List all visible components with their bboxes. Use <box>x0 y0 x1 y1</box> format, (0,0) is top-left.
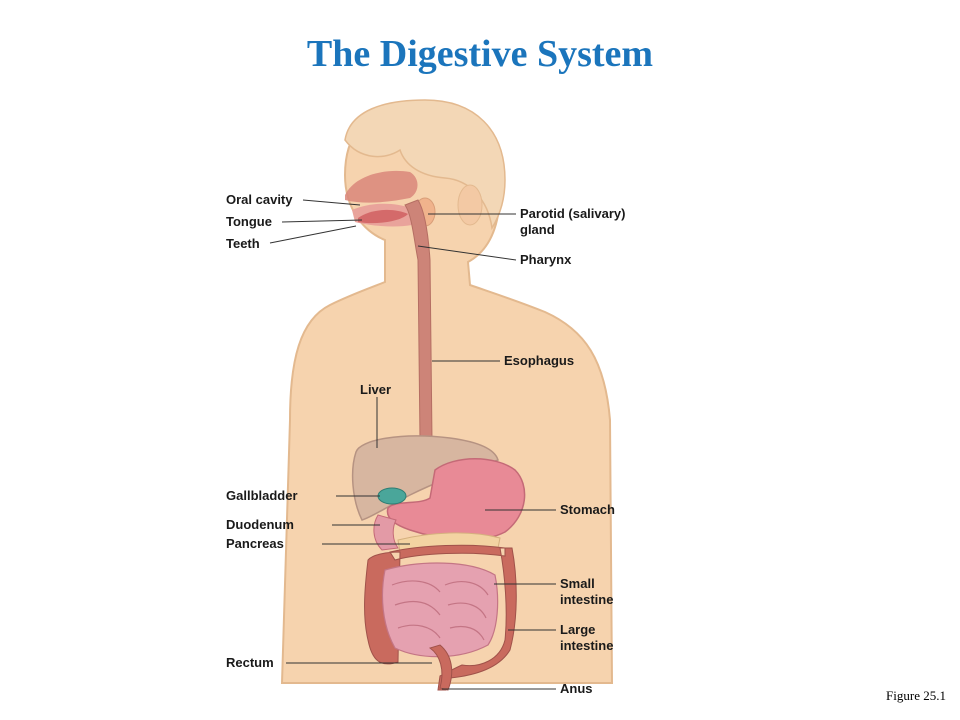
label-large-intestine-line1: Large <box>560 622 596 637</box>
leader-tongue <box>281 219 363 223</box>
figure-caption: Figure 25.1 <box>886 688 946 703</box>
small-intestine-coils <box>381 562 499 658</box>
leader-pharynx <box>417 245 517 261</box>
tongue-shape <box>358 209 408 224</box>
label-small-intestine-line1: Small <box>560 576 595 591</box>
label-small-intestine: Small intestine <box>560 576 613 608</box>
label-pharynx: Pharynx <box>520 252 572 267</box>
label-gallbladder: Gallbladder <box>226 488 298 503</box>
ear <box>457 184 483 226</box>
label-oral-cavity: Oral cavity <box>226 192 293 207</box>
leader-oral-cavity <box>302 199 361 206</box>
label-parotid-line2: gland <box>520 222 555 237</box>
label-pancreas: Pancreas <box>226 536 284 551</box>
label-parotid-gland: Parotid (salivary) gland <box>520 206 626 238</box>
gallbladder-shape <box>377 487 407 505</box>
label-duodenum: Duodenum <box>226 517 294 532</box>
rectum-shape <box>428 644 453 691</box>
label-parotid-line1: Parotid (salivary) <box>520 206 626 221</box>
label-large-intestine-line2: intestine <box>560 638 614 653</box>
page-title: The Digestive System <box>306 33 654 75</box>
leader-teeth <box>269 225 357 244</box>
duodenum-shape <box>373 514 399 551</box>
label-rectum: Rectum <box>226 655 274 670</box>
label-stomach: Stomach <box>560 502 615 517</box>
label-liver: Liver <box>360 382 392 397</box>
label-large-intestine: Large intestine <box>560 622 613 654</box>
label-tongue: Tongue <box>226 214 272 229</box>
nasal-cavity <box>345 170 418 203</box>
label-small-intestine-line2: intestine <box>560 592 614 607</box>
label-esophagus: Esophagus <box>504 353 575 368</box>
label-anus: Anus <box>560 681 593 696</box>
label-teeth: Teeth <box>226 236 260 251</box>
hair <box>344 99 506 231</box>
